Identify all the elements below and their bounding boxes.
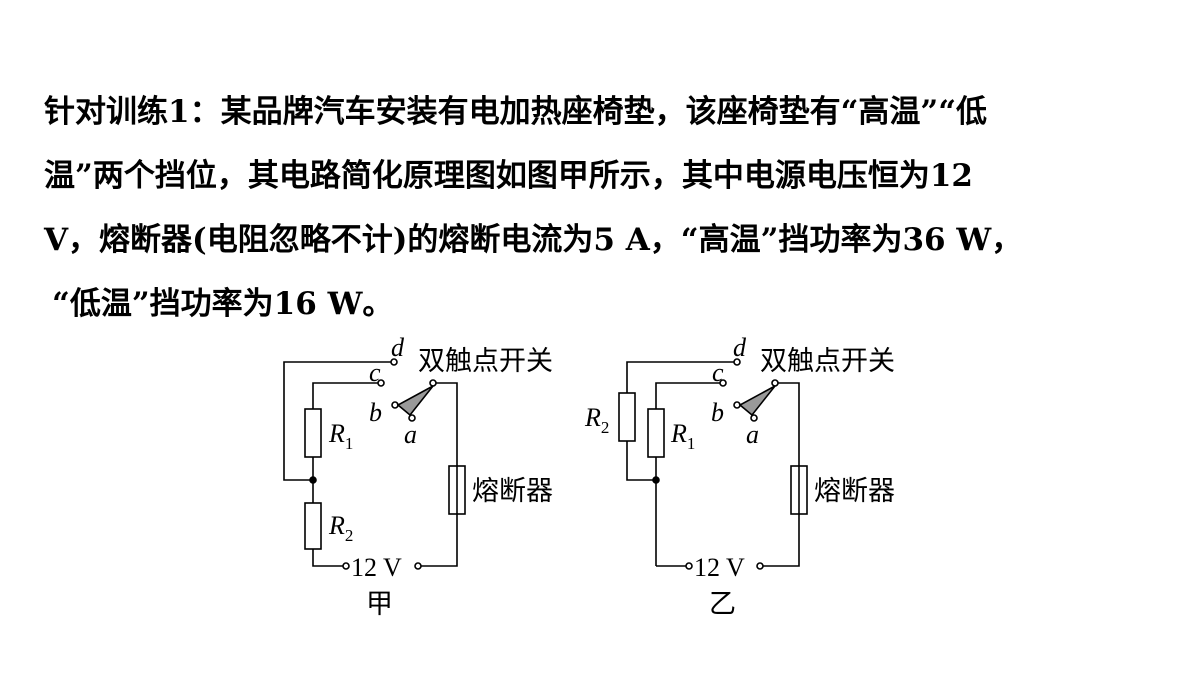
terminal-right-jia bbox=[414, 562, 422, 570]
switch-label-jia: 双触点开关 bbox=[418, 346, 553, 376]
label-a-yi: a bbox=[746, 420, 759, 449]
label-b-jia: b bbox=[369, 398, 382, 427]
wire-bottom-left-jia bbox=[312, 549, 343, 567]
switch-blade-yi bbox=[738, 385, 776, 417]
fuse-label-jia: 熔断器 bbox=[472, 476, 553, 506]
problem-statement: 针对训练1：某品牌汽车安装有电加热座椅垫，该座椅垫有“高温”“低 温”两个挡位，… bbox=[44, 80, 1164, 336]
problem-line-4: “低温”挡功率为16 W。 bbox=[52, 286, 394, 322]
label-d-yi: d bbox=[733, 333, 747, 362]
wire-r2-down-yi bbox=[626, 441, 656, 481]
problem-line-2: 温”两个挡位，其电路简化原理图如图甲所示，其中电源电压恒为12 bbox=[44, 158, 973, 194]
wire-bottom-right-jia bbox=[421, 514, 458, 567]
r1-label-jia: R1 bbox=[328, 419, 353, 453]
contact-a-yi bbox=[750, 414, 758, 422]
junction-yi bbox=[652, 476, 660, 484]
wire-c-yi bbox=[655, 382, 720, 409]
fuse-label-yi: 熔断器 bbox=[814, 476, 895, 506]
terminal-right-yi bbox=[756, 562, 764, 570]
label-c-yi: c bbox=[712, 358, 724, 387]
wire-c-jia bbox=[312, 382, 378, 409]
junction-jia bbox=[309, 476, 317, 484]
resistor-r1-yi bbox=[647, 408, 665, 458]
wire-d-jia bbox=[283, 361, 391, 481]
wire-fuse-top-yi bbox=[778, 382, 800, 466]
contact-a-jia bbox=[408, 414, 416, 422]
problem-line-3: V，熔断器(电阻忽略不计)的熔断电流为5 A，“高温”挡功率为36 W， bbox=[44, 222, 1023, 258]
contact-pivot-jia bbox=[429, 379, 437, 387]
label-a-jia: a bbox=[404, 420, 417, 449]
contact-pivot-yi bbox=[771, 379, 779, 387]
source-label-yi: 12 V bbox=[694, 553, 745, 582]
circuit-jia bbox=[283, 358, 466, 570]
wire-bottom-right-yi bbox=[763, 514, 800, 567]
label-d-jia: d bbox=[391, 333, 405, 362]
caption-yi: 乙 bbox=[709, 589, 736, 619]
resistor-r2-jia bbox=[304, 502, 322, 550]
resistor-r2-yi bbox=[618, 392, 636, 442]
terminal-left-jia bbox=[342, 562, 350, 570]
contact-d-yi bbox=[733, 358, 741, 366]
circuit-yi bbox=[618, 358, 808, 570]
source-label-jia: 12 V bbox=[351, 553, 402, 582]
contact-c-jia bbox=[377, 379, 385, 387]
r1-label-yi: R1 bbox=[670, 419, 695, 453]
switch-label-yi: 双触点开关 bbox=[760, 346, 895, 376]
wire-d-yi bbox=[626, 361, 734, 393]
caption-jia: 甲 bbox=[366, 589, 393, 619]
r2-label-yi: R2 bbox=[584, 403, 609, 437]
terminal-left-yi bbox=[685, 562, 693, 570]
wire-fuse-top-jia bbox=[436, 382, 458, 466]
contact-d-jia bbox=[390, 358, 398, 366]
r2-label-jia: R2 bbox=[328, 511, 353, 545]
switch-blade-jia bbox=[396, 385, 434, 417]
contact-c-yi bbox=[719, 379, 727, 387]
label-c-jia: c bbox=[369, 358, 381, 387]
problem-line-1: 针对训练1：某品牌汽车安装有电加热座椅垫，该座椅垫有“高温”“低 bbox=[44, 94, 988, 130]
label-b-yi: b bbox=[711, 398, 724, 427]
resistor-r1-jia bbox=[304, 408, 322, 458]
